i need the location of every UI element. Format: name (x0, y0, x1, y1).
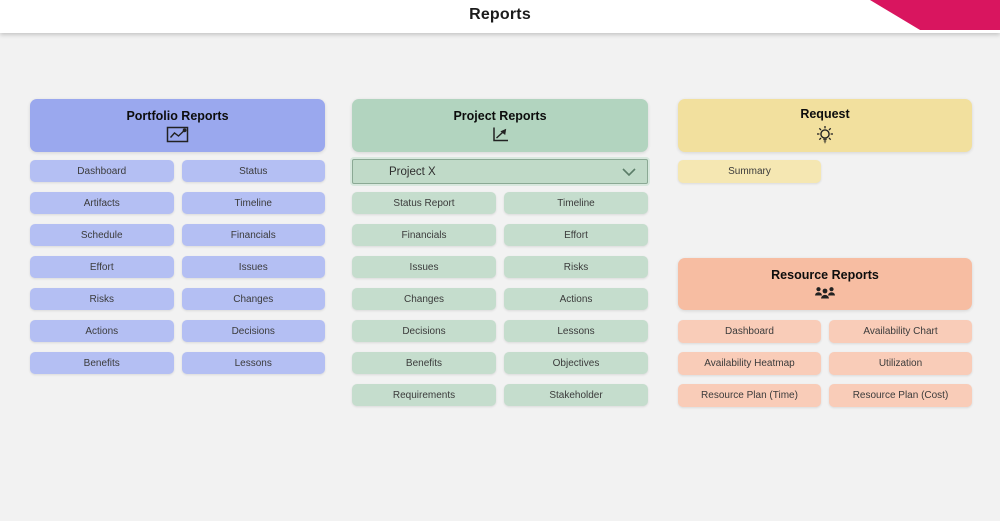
project-select-value: Project X (389, 165, 436, 178)
request-grid: Summary (678, 160, 972, 183)
portfolio-report-button[interactable]: Status (181, 160, 325, 182)
project-select-dropdown[interactable]: Project X (352, 159, 648, 184)
chevron-down-icon (622, 167, 636, 176)
request-header: Request (678, 99, 972, 152)
project-reports-header: Project Reports (352, 99, 648, 152)
project-report-button[interactable]: Objectives (504, 352, 648, 374)
portfolio-report-button[interactable]: Artifacts (30, 192, 174, 214)
request-report-button[interactable]: Summary (678, 160, 821, 183)
project-report-button[interactable]: Benefits (352, 352, 496, 374)
portfolio-reports-header: Portfolio Reports (30, 99, 325, 152)
resource-reports-header: Resource Reports (678, 258, 972, 310)
resource-report-button[interactable]: Availability Heatmap (678, 352, 821, 375)
resource-report-button[interactable]: Availability Chart (829, 320, 972, 343)
resource-report-button[interactable]: Resource Plan (Time) (678, 384, 821, 407)
app-header: Reports (0, 0, 1000, 33)
lightbulb-icon (817, 125, 833, 143)
project-report-button[interactable]: Lessons (504, 320, 648, 342)
portfolio-report-button[interactable]: Effort (30, 256, 174, 278)
portfolio-report-button[interactable]: Timeline (181, 192, 325, 214)
project-report-button[interactable]: Actions (504, 288, 648, 310)
resource-report-button[interactable]: Utilization (829, 352, 972, 375)
portfolio-report-button[interactable]: Financials (181, 224, 325, 246)
portfolio-report-button[interactable]: Risks (30, 288, 174, 310)
project-report-button[interactable]: Effort (504, 224, 648, 246)
project-report-button[interactable]: Decisions (352, 320, 496, 342)
people-group-icon (815, 287, 835, 299)
project-report-button[interactable]: Stakeholder (504, 384, 648, 406)
resource-report-button[interactable]: Dashboard (678, 320, 821, 343)
project-report-button[interactable]: Timeline (504, 192, 648, 214)
resource-report-button[interactable]: Resource Plan (Cost) (829, 384, 972, 407)
portfolio-report-button[interactable]: Decisions (181, 320, 325, 342)
portfolio-report-button[interactable]: Issues (181, 256, 325, 278)
project-reports-title: Project Reports (453, 108, 547, 123)
portfolio-report-button[interactable]: Schedule (30, 224, 174, 246)
portfolio-report-button[interactable]: Lessons (181, 352, 325, 374)
page-title: Reports (469, 6, 531, 23)
portfolio-report-button[interactable]: Benefits (30, 352, 174, 374)
project-report-button[interactable]: Requirements (352, 384, 496, 406)
portfolio-report-button[interactable]: Dashboard (30, 160, 174, 182)
request-title: Request (800, 106, 850, 121)
project-report-button[interactable]: Risks (504, 256, 648, 278)
trend-arrow-chart-icon (493, 127, 508, 141)
project-report-button[interactable]: Financials (352, 224, 496, 246)
portfolio-report-button[interactable]: Actions (30, 320, 174, 342)
portfolio-report-button[interactable]: Changes (181, 288, 325, 310)
project-report-button[interactable]: Issues (352, 256, 496, 278)
line-chart-icon (166, 126, 189, 142)
project-report-button[interactable]: Changes (352, 288, 496, 310)
portfolio-reports-title: Portfolio Reports (126, 108, 229, 123)
project-report-button[interactable]: Status Report (352, 192, 496, 214)
resource-reports-title: Resource Reports (771, 268, 879, 282)
